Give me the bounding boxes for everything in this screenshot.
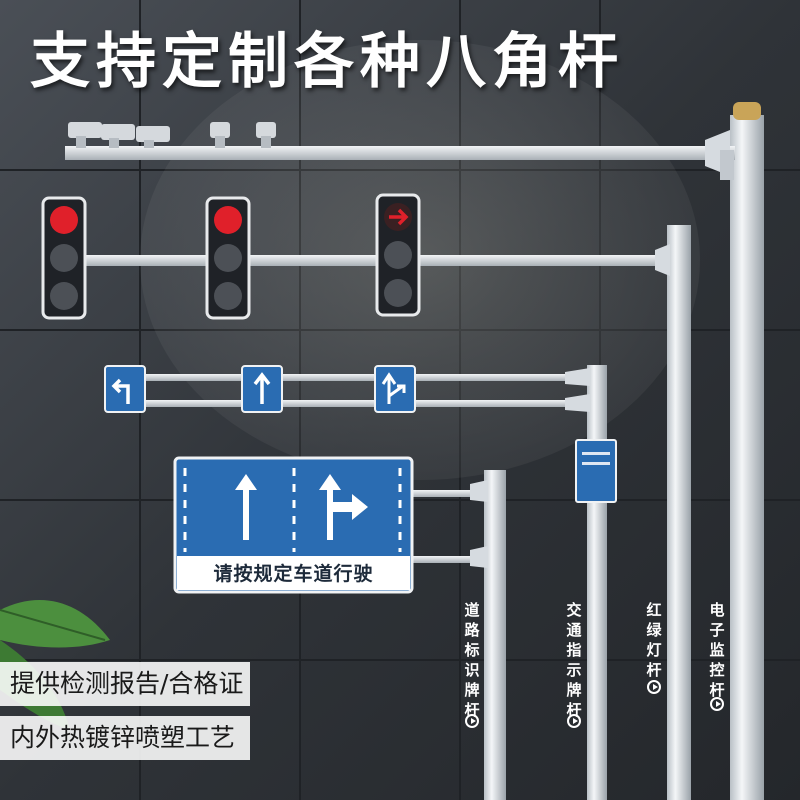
label-char: 控: [709, 661, 725, 679]
lane-sign: [173, 456, 414, 594]
page-title: 支持定制各种八角杆: [30, 27, 624, 97]
arrow-left-turn-icon: [111, 378, 130, 404]
monitoring-pole: [65, 102, 764, 800]
feature-badge-certificate: 提供检测报告/合格证: [0, 662, 250, 706]
label-char: 灯: [646, 641, 662, 659]
label-char: 道: [464, 601, 480, 619]
pole-label-traffic-light: 红绿灯杆: [643, 600, 665, 680]
play-circle-icon: [710, 697, 724, 711]
label-char: 监: [709, 641, 725, 659]
label-char: 牌: [464, 681, 480, 699]
indicator-sign-pole: [104, 365, 617, 800]
traffic-light-icon: [41, 193, 421, 320]
lane-sign-text: 请按规定车道行驶: [213, 563, 374, 585]
play-circle-icon: [567, 714, 581, 728]
label-char: 子: [709, 621, 725, 639]
pole-label-monitoring: 电子监控杆: [706, 600, 728, 700]
label-char: 牌: [566, 681, 582, 699]
play-circle-icon: [647, 680, 661, 694]
arrow-right-turn-icon: [319, 474, 368, 540]
arrow-up-icon: [235, 474, 257, 540]
label-char: 红: [646, 601, 662, 619]
label-char: 杆: [709, 681, 725, 699]
label-char: 识: [464, 661, 480, 679]
pole-plate: [575, 439, 617, 503]
feature-badge-coating: 内外热镀锌喷塑工艺: [0, 716, 250, 760]
label-char: 交: [566, 601, 582, 619]
pole-label-indicator-sign: 交通指示牌杆: [563, 600, 585, 720]
road-sign-pole: [173, 456, 506, 800]
arrow-right-turn-icon: [381, 372, 406, 404]
label-char: 通: [566, 621, 582, 639]
label-char: 标: [464, 641, 480, 659]
label-char: 指: [566, 641, 582, 659]
traffic-light-pole: [41, 193, 691, 800]
label-char: 路: [464, 621, 480, 639]
label-char: 绿: [646, 621, 662, 639]
label-char: 电: [709, 601, 725, 619]
label-char: 示: [566, 661, 582, 679]
small-direction-signs: [104, 365, 416, 413]
camera-icon: [68, 122, 276, 148]
pole-label-road-sign: 道路标识牌杆: [461, 600, 483, 720]
play-circle-icon: [465, 714, 479, 728]
label-char: 杆: [646, 661, 662, 679]
arrow-up-icon: [253, 372, 271, 404]
